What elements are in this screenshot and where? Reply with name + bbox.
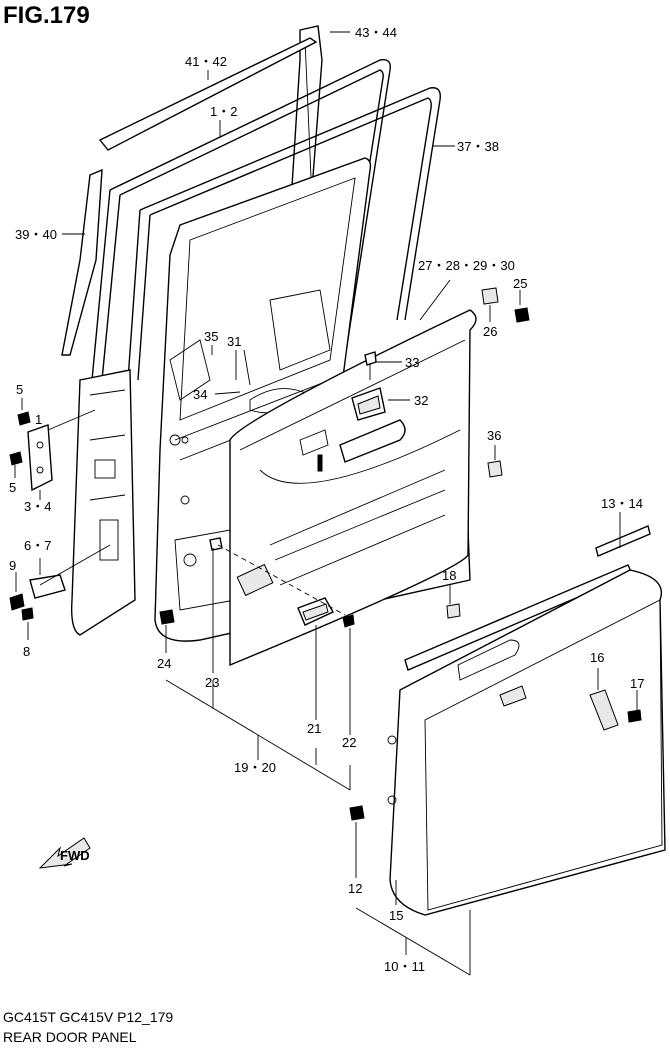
door-weatherstrip-1-2 bbox=[91, 59, 391, 391]
callout-18: 18 bbox=[442, 568, 456, 583]
callout-1-bolt: 1 bbox=[35, 412, 42, 427]
door-hinge-pillar bbox=[70, 369, 136, 636]
clip-23 bbox=[209, 537, 223, 551]
callout-26: 26 bbox=[483, 324, 497, 339]
callout-21: 21 bbox=[307, 721, 321, 736]
window-switch-32 bbox=[351, 387, 386, 421]
callout-5-lower: 5 bbox=[9, 480, 16, 495]
leader-lines bbox=[14, 31, 638, 976]
clip-12 bbox=[349, 805, 365, 821]
callout-13-14: 13・14 bbox=[601, 496, 643, 511]
callout-25: 25 bbox=[513, 276, 527, 291]
rear-trim-panel-10-11 bbox=[387, 569, 666, 916]
callout-33: 33 bbox=[405, 355, 419, 370]
fwd-label: FWD bbox=[60, 848, 90, 863]
locating-line bbox=[217, 544, 346, 616]
callout-35: 35 bbox=[204, 329, 218, 344]
callout-27-30: 27・28・29・30 bbox=[418, 258, 515, 273]
screw-22 bbox=[342, 614, 355, 628]
callout-31: 31 bbox=[227, 334, 241, 349]
callout-8: 8 bbox=[23, 644, 30, 659]
callout-32: 32 bbox=[414, 393, 428, 408]
callout-15: 15 bbox=[389, 908, 403, 923]
part-callouts: 43・44 41・42 1・2 37・38 39・40 27・28・29・30 … bbox=[9, 25, 644, 974]
callout-19-20: 19・20 bbox=[234, 760, 276, 775]
belt-moulding-13-14 bbox=[404, 525, 651, 671]
hinge-bracket-3-4 bbox=[27, 409, 96, 492]
callout-16: 16 bbox=[590, 650, 604, 665]
door-trim-panel-27-30 bbox=[229, 309, 477, 667]
fwd-arrow-icon: FWD bbox=[38, 837, 91, 869]
callout-17: 17 bbox=[630, 676, 644, 691]
clip-18 bbox=[446, 603, 461, 619]
callout-36: 36 bbox=[487, 428, 501, 443]
sash-trim-41-42 bbox=[61, 37, 318, 356]
callout-43-44: 43・44 bbox=[355, 25, 397, 40]
screw-17 bbox=[627, 709, 642, 723]
callout-6-7: 6・7 bbox=[24, 538, 51, 553]
callout-22: 22 bbox=[342, 735, 356, 750]
grommet-36 bbox=[487, 460, 503, 478]
model-code: GC415T GC415V P12_179 bbox=[3, 1009, 174, 1025]
bolt-5-lower bbox=[9, 451, 23, 466]
callout-34: 34 bbox=[193, 387, 207, 402]
bolt-5-upper bbox=[17, 411, 31, 426]
opening-weatherstrip-37-38 bbox=[127, 87, 441, 381]
callout-3-4: 3・4 bbox=[24, 499, 51, 514]
callout-37-38: 37・38 bbox=[457, 139, 499, 154]
callout-12: 12 bbox=[348, 881, 362, 896]
callout-23: 23 bbox=[205, 675, 219, 690]
callout-24: 24 bbox=[157, 656, 171, 671]
pull-handle-21 bbox=[297, 597, 334, 626]
callout-41-42: 41・42 bbox=[185, 54, 227, 69]
inside-handle-16 bbox=[589, 689, 619, 731]
callout-10-11: 10・11 bbox=[384, 959, 425, 974]
clip-25-26 bbox=[481, 287, 530, 323]
callout-1-2: 1・2 bbox=[210, 104, 237, 119]
callout-9: 9 bbox=[9, 558, 16, 573]
door-check-6-7 bbox=[9, 544, 111, 621]
callout-5-upper: 5 bbox=[16, 382, 23, 397]
clip-24 bbox=[159, 609, 175, 625]
figure-title: FIG.179 bbox=[3, 2, 90, 29]
part-group-name: REAR DOOR PANEL bbox=[3, 1029, 137, 1045]
callout-39-40: 39・40 bbox=[15, 227, 57, 242]
